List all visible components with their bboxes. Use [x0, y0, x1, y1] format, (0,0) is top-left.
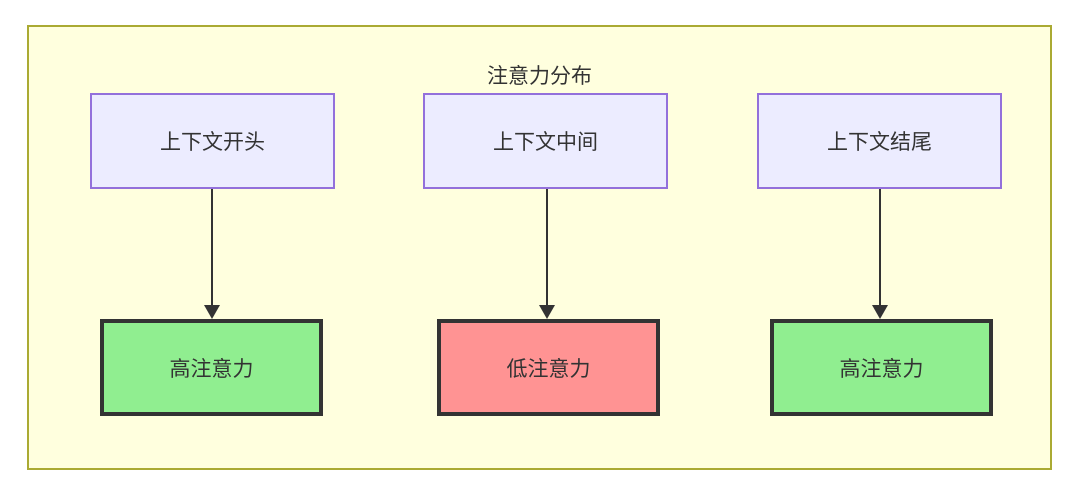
node-low-attention-middle-label: 低注意力 [506, 357, 591, 381]
arrow-line-middle-to-low [546, 189, 548, 308]
arrow-head-end-to-high [872, 305, 888, 319]
arrow-head-start-to-high [204, 305, 220, 319]
node-high-attention-start: 高注意力 [100, 319, 323, 416]
node-context-middle: 上下文中间 [423, 93, 668, 189]
node-context-end-label: 上下文结尾 [827, 131, 932, 154]
node-high-attention-start-label: 高注意力 [169, 357, 254, 381]
arrow-line-end-to-high [879, 189, 881, 308]
node-high-attention-end-label: 高注意力 [839, 357, 924, 381]
arrow-line-start-to-high [211, 189, 213, 308]
node-context-start-label: 上下文开头 [160, 131, 265, 154]
arrow-head-middle-to-low [539, 305, 555, 319]
node-context-start: 上下文开头 [90, 93, 335, 189]
diagram-title: 注意力分布 [487, 65, 592, 88]
node-context-end: 上下文结尾 [757, 93, 1002, 189]
node-high-attention-end: 高注意力 [770, 319, 993, 416]
node-low-attention-middle: 低注意力 [437, 319, 660, 416]
node-context-middle-label: 上下文中间 [493, 131, 598, 154]
